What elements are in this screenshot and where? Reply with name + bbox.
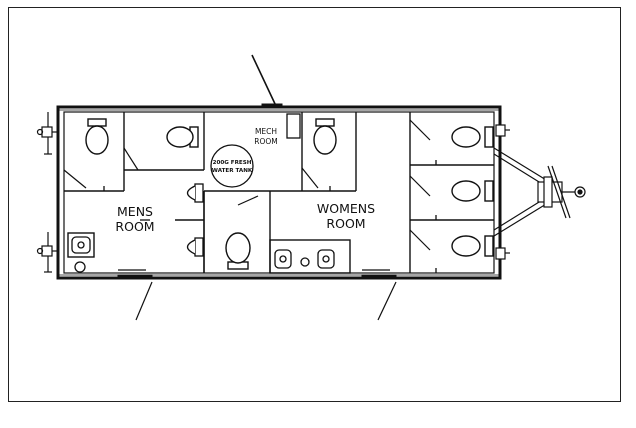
drawing-frame xyxy=(8,7,621,402)
door-swings xyxy=(63,119,431,321)
mech-equipment xyxy=(103,113,437,273)
toilet-right-2 xyxy=(451,180,494,202)
trailer-hitch xyxy=(493,147,586,237)
womens-room-label-2: ROOM xyxy=(326,216,365,231)
water-tank-label-1: 200G FRESH xyxy=(213,160,252,166)
front-corner-jacks xyxy=(495,124,510,260)
mens-room-label-2: ROOM xyxy=(115,219,154,234)
interior-walls xyxy=(64,112,494,274)
water-tank xyxy=(210,144,254,188)
womens-room-label-1: WOMENS xyxy=(317,201,375,216)
roof-antenna xyxy=(251,54,277,107)
toilet-right-1 xyxy=(451,126,494,148)
mech-room-label-1: MECH xyxy=(255,127,277,136)
toilet-womens-1 xyxy=(313,118,337,155)
toilet-middle xyxy=(225,232,251,270)
toilet-mens-1 xyxy=(85,118,109,155)
toilet-right-3 xyxy=(451,235,494,257)
toilet-mens-2 xyxy=(166,126,199,148)
rear-stabilizer-jacks xyxy=(36,112,58,273)
water-tank-label-2: WATER TANK xyxy=(212,168,253,174)
sink-fixtures xyxy=(71,236,335,273)
toilet-fixtures xyxy=(85,118,494,270)
urinals xyxy=(186,183,204,257)
mech-room-label-2: ROOM xyxy=(254,137,278,146)
mens-room-label-1: MENS xyxy=(117,204,153,219)
